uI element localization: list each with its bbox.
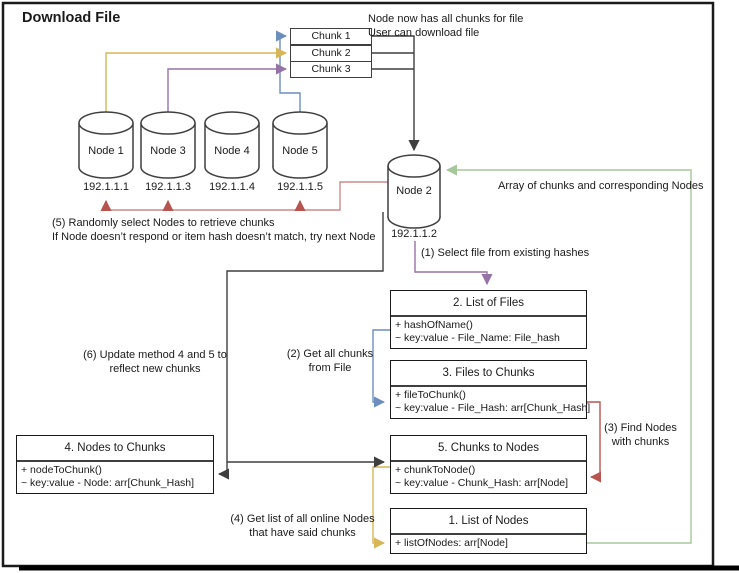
note-step3: (3) Find Nodes with chunks <box>593 421 688 449</box>
box-list-of-files: 2. List of Files + hashOfName() ~ key:va… <box>390 290 587 349</box>
edge-node5-to-chunk1 <box>275 30 301 112</box>
node1-label: Node 1 <box>88 145 124 157</box>
note-line: reflect new chunks <box>109 363 201 375</box>
box-list-of-nodes: 1. List of Nodes + listOfNodes: arr[Node… <box>390 508 587 554</box>
box-chunks-to-nodes: 5. Chunks to Nodes + chunkToNode() ~ key… <box>390 435 587 494</box>
edge-step3 <box>585 401 602 483</box>
chunk-1-box: Chunk 1 <box>290 28 372 45</box>
chunk-3-box: Chunk 3 <box>290 61 372 78</box>
node3-ip: 192.1.1.3 <box>145 181 191 193</box>
edge-step6-to-box4 <box>217 462 230 480</box>
node1-ip: 192.1.1.1 <box>83 181 129 193</box>
node4-label: Node 4 <box>214 145 250 157</box>
note-line: Node now has all chunks for file <box>368 13 524 25</box>
note-line: (2) Get all chunks <box>286 348 374 360</box>
box-files-to-chunks-title: 3. Files to Chunks <box>391 361 586 387</box>
edge-step1 <box>414 241 493 286</box>
note-step2: (2) Get all chunks from File <box>275 347 385 375</box>
node2-label: Node 2 <box>396 185 432 197</box>
box-keyvalue-line: ~ key:value - File_Name: File_hash <box>395 332 560 344</box>
box-keyvalue-line: ~ key:value - File_Hash: arr[Chunk_Hash] <box>395 402 591 414</box>
box-method-line: + chunkToNode() <box>395 464 476 476</box>
note-step1: (1) Select file from existing hashes <box>421 247 590 259</box>
node3-label: Node 3 <box>150 145 186 157</box>
note-line: (3) Find Nodes <box>604 422 677 434</box>
box-nodes-to-chunks: 4. Nodes to Chunks + nodeToChunk() ~ key… <box>16 435 214 494</box>
box-method-line: + listOfNodes: arr[Node] <box>395 537 508 549</box>
node4-cylinder <box>204 111 260 179</box>
node2-ip: 192.1.1.2 <box>391 228 437 240</box>
note-line: User can download file <box>368 27 480 39</box>
node5-cylinder <box>272 111 328 179</box>
box-method-line: + hashOfName() <box>395 319 473 331</box>
box-list-of-files-title: 2. List of Files <box>391 291 586 317</box>
note-line: from File <box>308 362 352 374</box>
note-download-ready: Node now has all chunks for file User ca… <box>368 12 523 40</box>
edge-result-to-node2 <box>445 164 692 544</box>
edge-chunks-to-node2 <box>370 35 414 150</box>
node5-ip: 192.1.1.5 <box>277 181 323 193</box>
box-files-to-chunks: 3. Files to Chunks + fileToChunk() ~ key… <box>390 360 591 419</box>
node3-cylinder <box>140 111 196 179</box>
node5-label: Node 5 <box>282 145 318 157</box>
note-line: (5) Randomly select Nodes to retrieve ch… <box>52 217 275 229</box>
node1-cylinder <box>78 111 134 179</box>
edge-node3-to-chunk3 <box>167 63 288 112</box>
note-line: (4) Get list of all online Nodes <box>230 513 375 525</box>
edge-step6-to-box5 <box>226 212 386 468</box>
node4-ip: 192.1.1.4 <box>209 181 255 193</box>
box-keyvalue-line: ~ key:value - Chunk_Hash: arr[Node] <box>395 477 569 489</box>
edge-node1-to-chunk2 <box>105 47 288 112</box>
edge-step2 <box>372 329 390 408</box>
box-method-line: + fileToChunk() <box>395 389 466 401</box>
note-line: with chunks <box>611 436 670 448</box>
box-list-of-nodes-title: 1. List of Nodes <box>391 509 586 535</box>
note-array-of-chunks: Array of chunks and corresponding Nodes <box>498 180 704 192</box>
chunk-2-box: Chunk 2 <box>290 45 372 62</box>
note-step5: (5) Randomly select Nodes to retrieve ch… <box>52 216 375 244</box>
node2-cylinder <box>387 154 441 229</box>
note-step4: (4) Get list of all online Nodes that ha… <box>205 512 400 540</box>
page-title: Download File <box>22 10 121 26</box>
box-nodes-to-chunks-title: 4. Nodes to Chunks <box>17 436 213 462</box>
edge-node2-to-nodes <box>106 181 388 211</box>
box-keyvalue-line: ~ key:value - Node: arr[Chunk_Hash] <box>21 477 195 489</box>
note-step6: (6) Update method 4 and 5 to reflect new… <box>60 348 250 376</box>
note-line: (6) Update method 4 and 5 to <box>83 349 227 361</box>
note-line: that have said chunks <box>249 527 356 539</box>
box-chunks-to-nodes-title: 5. Chunks to Nodes <box>391 436 586 462</box>
note-line: If Node doesn’t respond or item hash doe… <box>52 231 376 243</box>
box-method-line: + nodeToChunk() <box>21 464 102 476</box>
